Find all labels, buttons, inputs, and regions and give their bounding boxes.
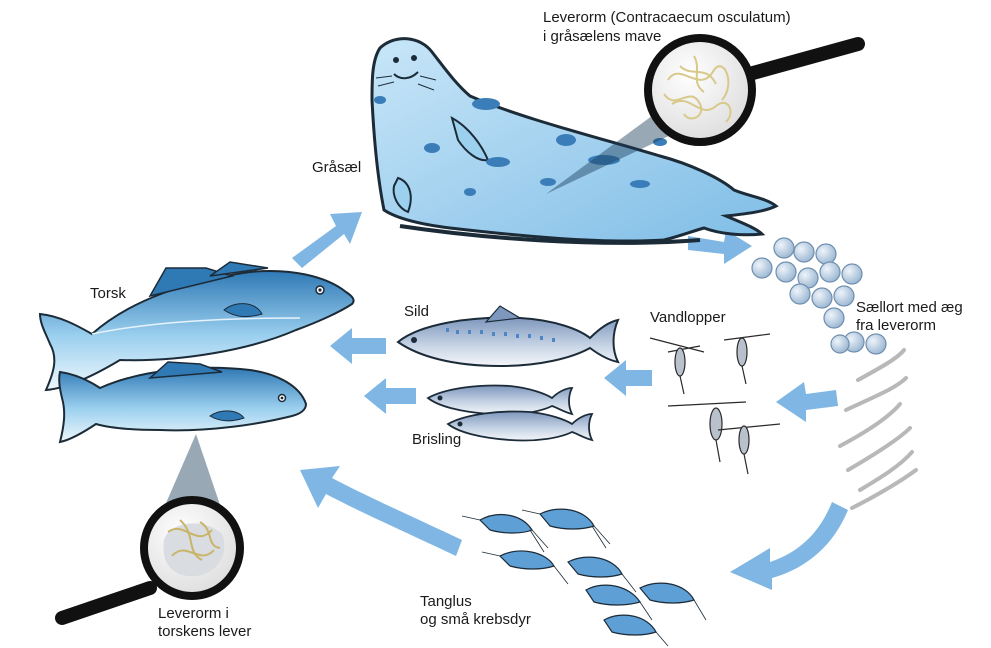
label-herring: Sild <box>404 303 429 320</box>
arrow-copepods-to-fish <box>604 360 652 396</box>
label-cod-worm-line2: torskens lever <box>158 623 251 640</box>
arrow-larvae-to-copepods <box>776 382 838 422</box>
label-seal-worm-line1: Leverorm (Contracaecum osculatum) <box>543 9 791 26</box>
label-feces-line2: fra leverorm <box>856 317 936 334</box>
label-seal-worm-line2: i gråsælens mave <box>543 28 661 45</box>
label-feces-line1: Sællort med æg <box>856 299 963 316</box>
magnifier-cod <box>62 500 240 618</box>
arrow-larvae-to-krill <box>730 502 848 590</box>
larvae <box>840 350 916 508</box>
arrow-krill-to-cod <box>300 466 462 556</box>
arrow-sprat-to-cod <box>364 378 416 414</box>
arrow-cod-to-seal <box>292 212 362 268</box>
label-krill-line2: og små krebsdyr <box>420 611 531 628</box>
arrow-herring-to-cod <box>330 328 386 364</box>
label-seal: Gråsæl <box>312 159 361 176</box>
label-cod-worm-line1: Leverorm i <box>158 605 229 622</box>
label-krill-line1: Tanglus <box>420 593 472 610</box>
magnifier-seal <box>648 38 858 142</box>
label-copepods: Vandlopper <box>650 309 726 326</box>
herring <box>398 306 618 366</box>
label-sprat: Brisling <box>412 431 461 448</box>
label-cod: Torsk <box>90 285 126 302</box>
copepods <box>650 334 780 474</box>
eggs <box>752 238 886 354</box>
